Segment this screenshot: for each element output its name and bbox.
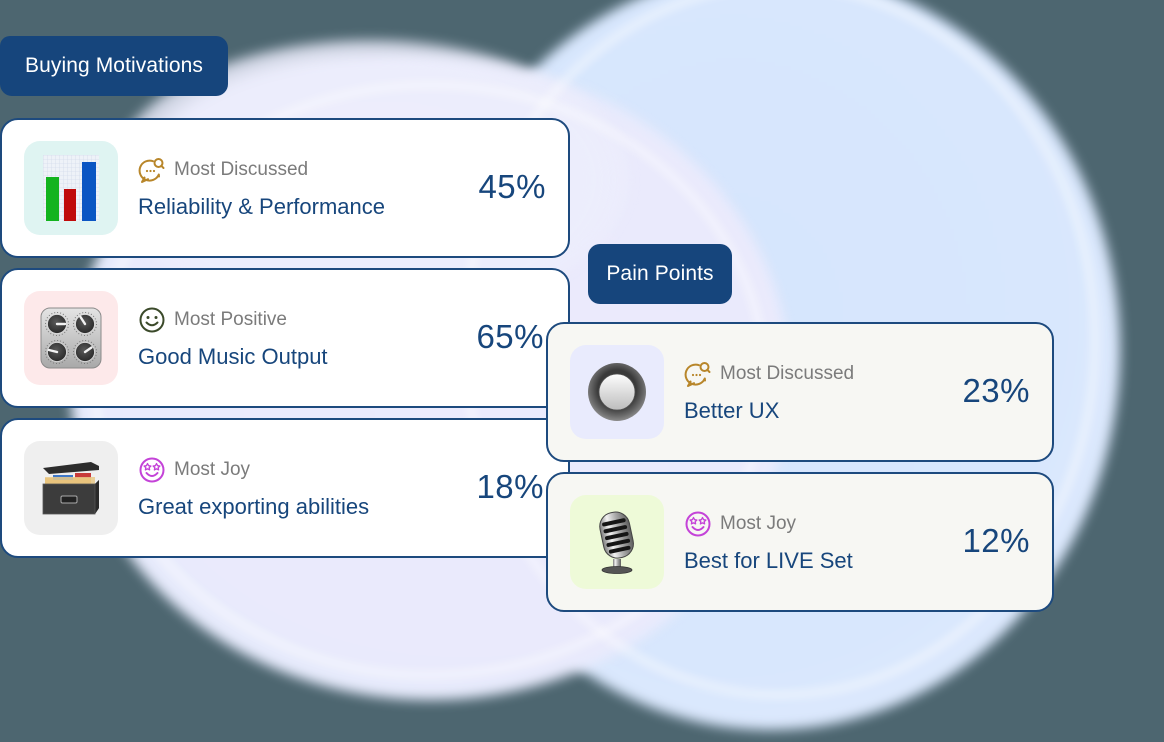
thumbnail xyxy=(24,141,118,235)
section-label-text: Buying Motivations xyxy=(24,54,204,77)
file-box-icon xyxy=(42,462,99,515)
chat-search-icon xyxy=(138,158,165,183)
card-title: Reliability & Performance xyxy=(138,194,385,219)
star-eyes-smiley-icon xyxy=(685,511,711,537)
insight-card[interactable]: Most Positive Good Music Output 65% xyxy=(0,268,570,408)
star-eyes-smiley-icon xyxy=(139,457,165,483)
bar-chart-icon xyxy=(43,155,99,221)
thumbnail xyxy=(24,291,118,385)
insight-card[interactable]: Most Joy Great exporting abilities 18% xyxy=(0,418,570,558)
insight-card[interactable]: Most Joy Best for LIVE Set 12% xyxy=(546,472,1054,612)
mixer-knobs-icon xyxy=(40,307,102,369)
section-label-text: Pain Points xyxy=(606,262,714,285)
card-meta: Most Joy Great exporting abilities xyxy=(138,456,369,520)
smiley-icon xyxy=(139,307,165,333)
tag-row: Most Discussed xyxy=(138,156,385,184)
card-title: Great exporting abilities xyxy=(138,494,370,519)
percent-value: 12% xyxy=(962,522,1030,560)
card-title: Best for LIVE Set xyxy=(684,548,853,573)
card-title: Good Music Output xyxy=(138,344,328,369)
percent-value: 18% xyxy=(476,468,544,506)
tag-label: Most Joy xyxy=(720,513,797,534)
card-title: Better UX xyxy=(684,398,780,423)
section-label-buying-motivations: Buying Motivations xyxy=(0,36,228,96)
tag-row: Most Positive xyxy=(138,306,328,334)
thumbnail xyxy=(570,345,664,439)
chat-search-icon xyxy=(684,362,711,387)
thumbnail xyxy=(570,495,664,589)
tag-row: Most Joy xyxy=(684,510,853,538)
card-meta: Most Discussed Better UX xyxy=(684,360,854,424)
insight-card[interactable]: Most Discussed Better UX 23% xyxy=(546,322,1054,462)
card-meta: Most Joy Best for LIVE Set xyxy=(684,510,853,574)
percent-value: 65% xyxy=(476,318,544,356)
insight-card[interactable]: Most Discussed Reliability & Performance… xyxy=(0,118,570,258)
tag-label: Most Discussed xyxy=(720,363,855,384)
thumbnail xyxy=(24,441,118,535)
percent-value: 45% xyxy=(478,168,546,206)
tag-label: Most Discussed xyxy=(174,159,309,180)
round-button-icon xyxy=(588,363,646,421)
section-label-pain-points: Pain Points xyxy=(588,244,732,304)
tag-label: Most Joy xyxy=(174,459,251,480)
tag-label: Most Positive xyxy=(174,309,287,330)
card-meta: Most Positive Good Music Output xyxy=(138,306,328,370)
percent-value: 23% xyxy=(962,372,1030,410)
tag-row: Most Discussed xyxy=(684,360,854,388)
card-meta: Most Discussed Reliability & Performance xyxy=(138,156,385,220)
tag-row: Most Joy xyxy=(138,456,369,484)
microphone-icon xyxy=(599,511,634,574)
